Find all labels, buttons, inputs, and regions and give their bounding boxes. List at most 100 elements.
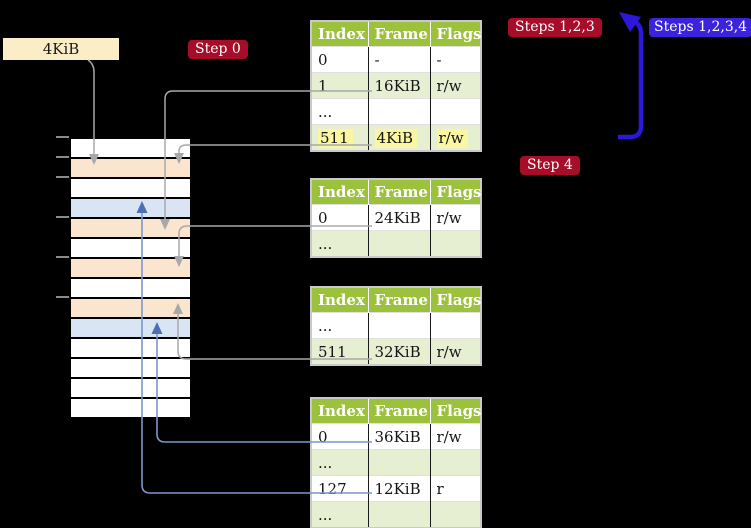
page-table-level-4: Index Frame Flags 0 - - 1 16KiB r/w ... …: [310, 20, 482, 152]
table-header-row: Index Frame Flags: [311, 179, 482, 205]
memory-frame-row-free: [71, 377, 190, 397]
cell-index: ...: [311, 230, 368, 257]
cell-frame: 24KiB: [367, 204, 430, 231]
frame-4kib-pointer-label: 4KiB: [3, 38, 119, 60]
col-header-flags: Flags: [429, 398, 482, 424]
table-row: ...: [311, 449, 481, 476]
badge-steps-1-2-3: Steps 1,2,3: [508, 18, 602, 37]
table-row: ...: [311, 501, 481, 528]
col-header-flags: Flags: [429, 179, 482, 205]
memory-frame-row-free: [71, 277, 190, 297]
table-row: 0 36KiB r/w: [311, 423, 481, 450]
cell-flags: r/w: [429, 72, 481, 99]
col-header-frame: Frame: [367, 21, 430, 47]
memory-frame-row-page-table: [71, 157, 190, 177]
memory-address-tick: [56, 256, 69, 258]
arrowhead-up-left-icon: [619, 12, 641, 32]
page-table-level-1: Index Frame Flags 0 36KiB r/w ... 127 12…: [310, 397, 482, 528]
memory-frame-row-free: [71, 137, 190, 157]
cell-index: 1: [311, 72, 368, 99]
cell-flags: r: [429, 475, 481, 502]
memory-frame-row-mapped: [71, 317, 190, 337]
col-header-flags: Flags: [429, 287, 482, 313]
highlighted-value: 511: [318, 128, 353, 148]
cell-frame: [367, 312, 430, 339]
highlighted-value: r/w: [436, 128, 468, 148]
physical-memory-stack: [71, 137, 190, 417]
table-header-row: Index Frame Flags: [311, 398, 482, 424]
badge-step-0: Step 0: [188, 40, 248, 59]
table-row: ...: [311, 312, 481, 339]
memory-frame-row-free: [71, 357, 190, 377]
col-header-index: Index: [311, 287, 368, 313]
memory-frame-row-free: [71, 237, 190, 257]
cell-index: ...: [311, 312, 368, 339]
cell-index: ...: [311, 501, 368, 528]
memory-address-tick: [56, 216, 69, 218]
cell-frame: 36KiB: [367, 423, 430, 450]
memory-frame-row-page-table: [71, 257, 190, 277]
memory-frame-row-page-table: [71, 217, 190, 237]
memory-address-tick: [56, 296, 69, 298]
memory-frame-row-free: [71, 337, 190, 357]
cell-flags: [429, 312, 481, 339]
cell-frame: [367, 449, 430, 476]
cell-index: 0: [311, 46, 368, 73]
table-header-row: Index Frame Flags: [311, 21, 482, 47]
col-header-index: Index: [311, 179, 368, 205]
badge-steps-1-2-3-4: Steps 1,2,3,4: [649, 18, 751, 37]
cell-frame: [367, 230, 430, 257]
col-header-index: Index: [311, 398, 368, 424]
page-table-level-2: Index Frame Flags ... 511 32KiB r/w: [310, 286, 482, 366]
frame-4kib-pointer-text: 4KiB: [42, 40, 80, 58]
memory-frame-row-free: [71, 397, 190, 417]
cell-flags: r/w: [429, 124, 481, 151]
highlighted-value: 4KiB: [374, 128, 418, 148]
page-table-level-3: Index Frame Flags 0 24KiB r/w ...: [310, 178, 482, 258]
cell-flags: [429, 98, 481, 125]
cell-index: ...: [311, 98, 368, 125]
arrow-recursive-loop: [618, 19, 644, 140]
cell-index: ...: [311, 449, 368, 476]
cell-flags: [429, 230, 481, 257]
table-row: 1 16KiB r/w: [311, 72, 481, 99]
cell-frame: 16KiB: [367, 72, 430, 99]
table-header-row: Index Frame Flags: [311, 287, 482, 313]
table-row: 0 - -: [311, 46, 481, 73]
memory-address-tick: [56, 156, 69, 158]
memory-address-tick: [56, 176, 69, 178]
table-row: ...: [311, 98, 481, 125]
col-header-frame: Frame: [367, 398, 430, 424]
memory-address-tick: [56, 136, 69, 138]
cell-flags: [429, 501, 481, 528]
col-header-flags: Flags: [429, 21, 482, 47]
cell-frame: 12KiB: [367, 475, 430, 502]
col-header-frame: Frame: [367, 287, 430, 313]
cell-flags: -: [429, 46, 481, 73]
cell-index: 511: [311, 338, 368, 365]
cell-index: 127: [311, 475, 368, 502]
table-row-recursive-entry: 511 4KiB r/w: [311, 124, 481, 151]
cell-index: 511: [311, 124, 368, 151]
table-row: 127 12KiB r: [311, 475, 481, 502]
table-row: 0 24KiB r/w: [311, 204, 481, 231]
cell-flags: r/w: [429, 338, 481, 365]
cell-frame: [367, 501, 430, 528]
table-row: 511 32KiB r/w: [311, 338, 481, 365]
memory-frame-row-mapped: [71, 197, 190, 217]
cell-frame: [367, 98, 430, 125]
cell-flags: [429, 449, 481, 476]
col-header-frame: Frame: [367, 179, 430, 205]
memory-frame-row-page-table: [71, 297, 190, 317]
cell-flags: r/w: [429, 204, 481, 231]
cell-index: 0: [311, 423, 368, 450]
cell-frame: 4KiB: [367, 124, 430, 151]
memory-frame-row-free: [71, 177, 190, 197]
cell-frame: -: [367, 46, 430, 73]
cell-flags: r/w: [429, 423, 481, 450]
cell-index: 0: [311, 204, 368, 231]
badge-step-4: Step 4: [520, 156, 580, 175]
col-header-index: Index: [311, 21, 368, 47]
table-row: ...: [311, 230, 481, 257]
